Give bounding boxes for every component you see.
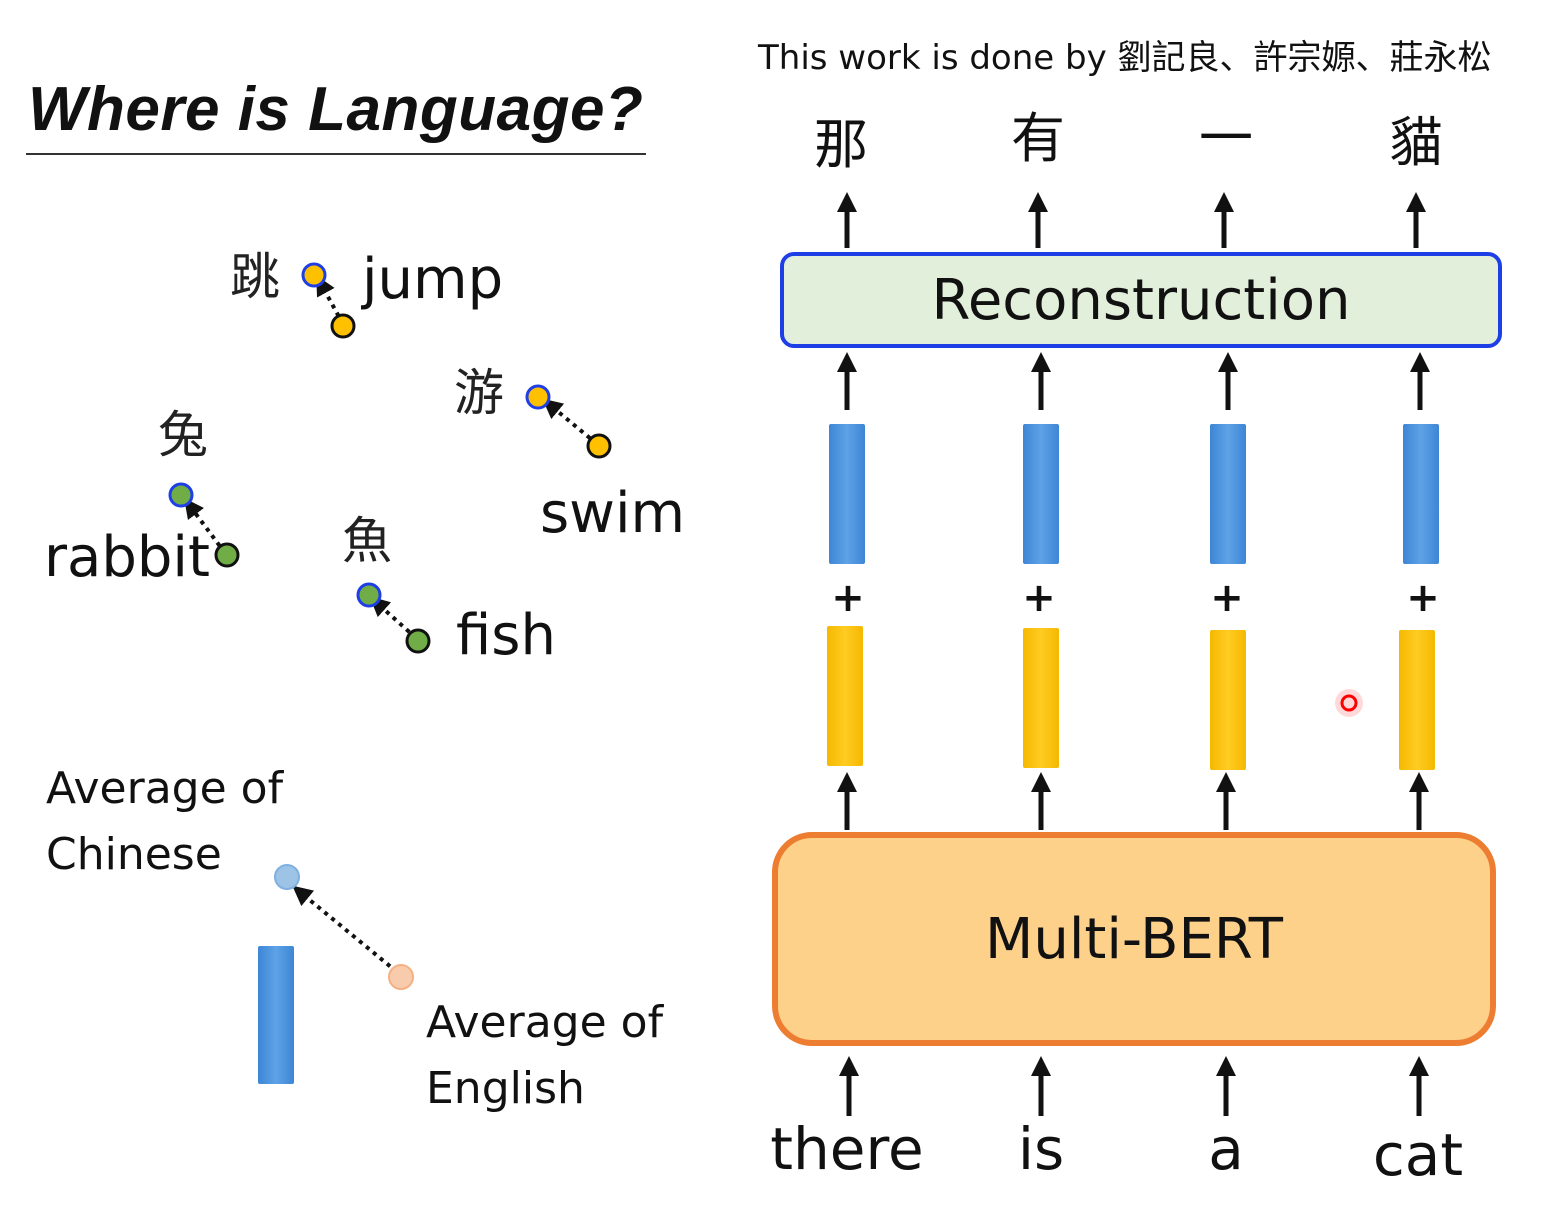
column-1 [827,192,865,1116]
avg-chinese-line2: Chinese [46,829,222,880]
output-char-2: 有 [1011,107,1065,170]
dot-avg-english [388,964,414,990]
en-word-fish: fish [456,603,556,668]
plus-3: + [1210,575,1244,621]
dot-en-swim [586,433,612,459]
dot-en-jump [330,313,356,339]
zh-word-jump: 跳 [230,248,280,306]
avg-english-label: Average of English [426,990,663,1122]
laser-pointer [1335,689,1363,717]
plus-2: + [1022,575,1056,621]
pair-rabbit [168,482,240,568]
avg-chinese-label: Average of Chinese [46,756,283,888]
credit-text: This work is done by 劉記良、許宗嫄、莊永松 [758,38,1492,78]
dot-zh-fish [356,582,382,608]
zh-word-fish: 魚 [342,512,392,570]
dotted-arrow-swim [542,398,599,446]
zh-word-swim: 游 [454,364,504,422]
plus-4: + [1406,575,1440,621]
pair-swim [525,384,612,459]
dotted-arrow-average [292,885,399,974]
column-3 [1210,192,1246,1116]
input-word-is: is [1017,1115,1065,1183]
blue-vector-3 [1210,424,1246,564]
avg-chinese-line1: Average of [46,763,284,814]
avg-english-line2: English [426,1063,585,1114]
output-char-4: 貓 [1389,111,1443,174]
yellow-vector-2 [1023,628,1059,768]
blue-vector-1 [829,424,865,564]
input-word-there: there [770,1115,924,1183]
reconstruction-label: Reconstruction [931,267,1351,333]
dot-avg-chinese [274,864,300,890]
blue-vector-4 [1403,424,1439,564]
input-word-a: a [1208,1115,1244,1183]
pair-jump [301,262,356,339]
dot-zh-swim [525,384,551,410]
reconstruction-box: Reconstruction [780,252,1502,348]
difference-vector-bar [258,946,294,1084]
avg-english-line1: Average of [426,997,664,1048]
en-word-swim: swim [540,481,686,546]
blue-vector-2 [1023,424,1059,564]
page-title: Where is Language? [28,75,644,144]
yellow-vector-4 [1399,630,1435,770]
en-word-jump: jump [362,247,504,312]
pair-fish [356,582,431,654]
title-underline [26,153,646,155]
dotted-arrow-jump [316,275,345,325]
multi-bert-label: Multi-BERT [985,906,1283,972]
zh-word-rabbit: 兔 [158,406,208,464]
dot-zh-jump [301,262,327,288]
dotted-arrow-rabbit [184,497,227,555]
dot-en-rabbit [214,542,240,568]
average-shift [258,864,414,1084]
en-word-rabbit: rabbit [44,525,210,590]
multi-bert-box: Multi-BERT [772,832,1496,1046]
dot-en-fish [405,628,431,654]
plus-1: + [831,575,865,621]
output-char-1: 那 [814,113,868,176]
output-char-3: 一 [1199,107,1253,170]
dot-zh-rabbit [168,482,194,508]
yellow-vector-3 [1210,630,1246,770]
column-2 [1023,192,1059,1116]
yellow-vector-1 [827,626,863,766]
input-word-cat: cat [1372,1121,1464,1189]
column-4 [1399,192,1439,1116]
